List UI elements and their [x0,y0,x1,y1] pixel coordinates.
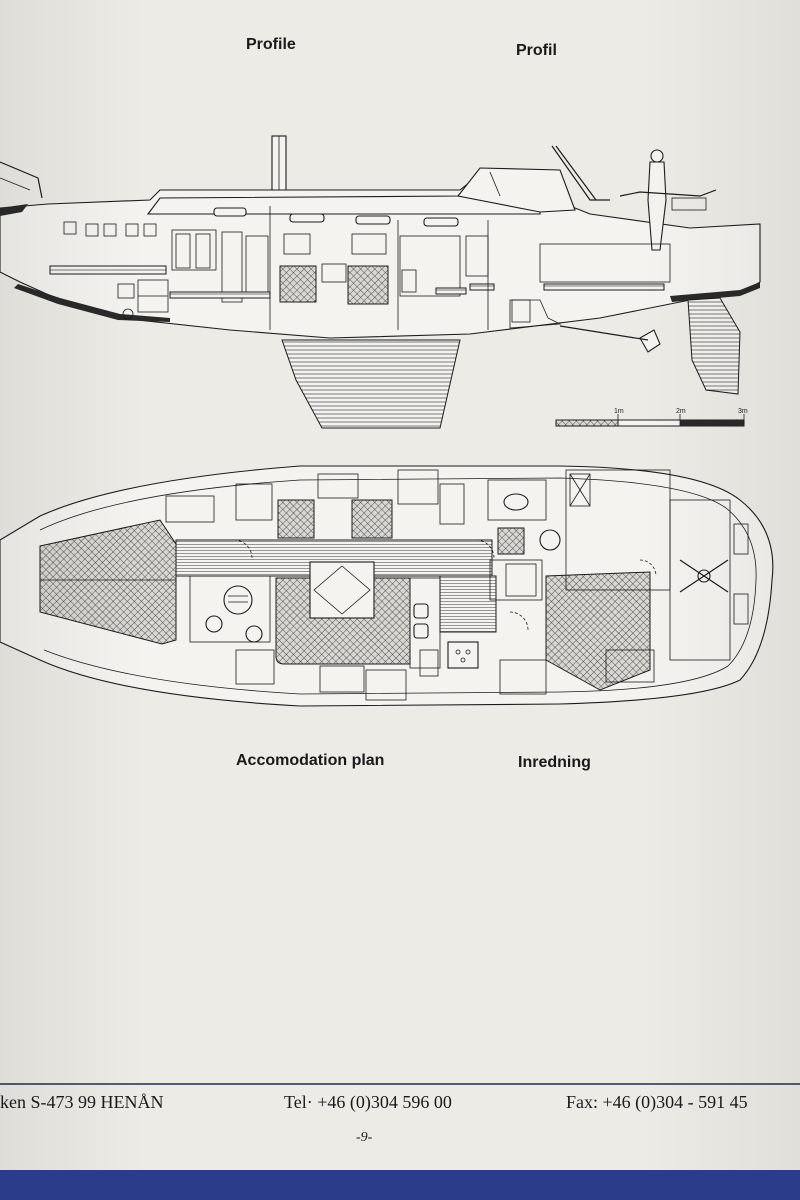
aft-berth [545,571,651,691]
footer-telephone: Tel· +46 (0)304 596 00 [284,1092,452,1112]
propeller [639,329,661,353]
footer-divider [0,1083,800,1085]
saloon-table [309,561,375,619]
portholes [213,207,459,227]
profile-drawing [0,135,761,429]
interior-profile [49,206,671,330]
profile-heading: Profile [246,36,296,53]
scale-bar: 1m 2m 3m [555,408,748,427]
rudder [687,297,741,395]
bow-pulpit [0,161,43,199]
footer-fax: Fax: +46 (0)304 - 591 45 [566,1092,748,1112]
v-berth [39,519,177,645]
helmsman-figure [650,149,664,163]
saloon-chair-1 [277,499,315,539]
saloon-chair-2 [351,499,393,539]
scale-label-1m: 1m [614,408,624,415]
footer-address: ken S-473 99 HENÅN [0,1092,164,1112]
page-number: -9- [356,1130,373,1145]
profil-heading: Profil [516,42,557,59]
keel [281,339,461,429]
inredning-heading: Inredning [518,754,591,771]
brochure-page: Profile Profil [0,0,800,1170]
boat-drawings: 1m 2m 3m [0,135,774,707]
scale-label-2m: 2m [676,408,686,415]
scale-label-3m: 3m [738,408,748,415]
accommodation-plan-heading: Accomodation plan [236,752,385,769]
accommodation-plan [0,465,774,707]
